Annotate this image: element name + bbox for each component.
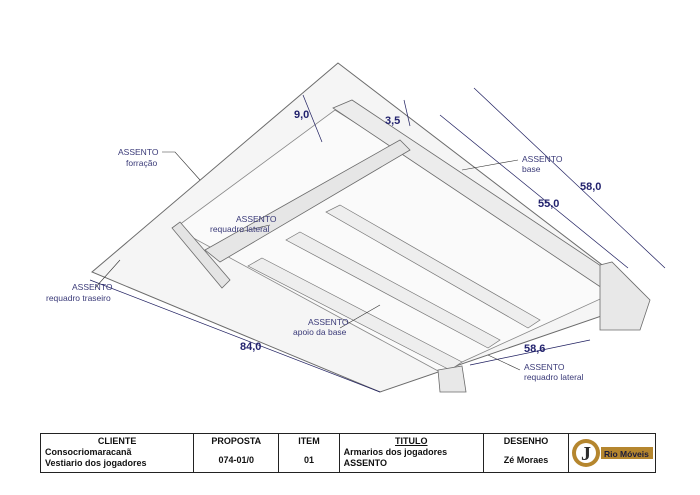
label-requadro-lateral-bottom-part: ASSENTO (524, 362, 565, 372)
dimension-9-0: 9,0 (294, 109, 309, 121)
rio-moveis-logo: J Rio Móveis (570, 438, 654, 468)
label-apoio-base-sub: apoio da base (293, 327, 347, 337)
dimension-58-6: 58,6 (524, 343, 545, 355)
title-cell-desenho: DESENHO Zé Moraes (484, 434, 569, 472)
titulo-line2: ASSENTO (343, 458, 387, 468)
logo-text: Rio Móveis (604, 449, 649, 459)
cliente-line1: Consocriomaracanã (45, 447, 132, 457)
technical-drawing: ASSENTO forração ASSENTO requadro latera… (46, 62, 666, 393)
label-requadro-traseiro-part: ASSENTO (72, 282, 113, 292)
proposta-value: 074-01/0 (218, 455, 254, 465)
label-requadro-lateral-bottom-sub: requadro lateral (524, 372, 584, 382)
label-requadro-lateral-top-part: ASSENTO (236, 214, 277, 224)
cliente-header: CLIENTE (97, 436, 137, 446)
title-block: CLIENTE Consocriomaracanã Vestiario dos … (40, 433, 656, 473)
title-cell-logo: J Rio Móveis (569, 434, 655, 472)
proposta-header: PROPOSTA (211, 436, 262, 446)
label-requadro-lateral-top-sub: requadro lateral (210, 224, 270, 234)
slat-1 (325, 204, 541, 329)
dimension-84-0: 84,0 (240, 341, 261, 353)
dimension-58-0: 58,0 (580, 181, 601, 193)
cliente-line2: Vestiario dos jogadores (45, 458, 147, 468)
item-value: 01 (303, 455, 314, 465)
desenho-value: Zé Moraes (503, 455, 549, 465)
title-cell-proposta: PROPOSTA 074-01/0 (194, 434, 280, 472)
panel-requadro-lateral-bottom (599, 261, 651, 331)
dimension-55-0: 55,0 (538, 198, 559, 210)
label-apoio-base-part: ASSENTO (308, 317, 349, 327)
panel-requadro-traseiro (171, 221, 231, 289)
dimension-3-5: 3,5 (385, 115, 400, 127)
slat-2 (285, 231, 501, 349)
desenho-header: DESENHO (503, 436, 549, 446)
panel-requadro-lateral-top (204, 139, 411, 263)
title-cell-item: ITEM 01 (279, 434, 340, 472)
title-cell-cliente: CLIENTE Consocriomaracanã Vestiario dos … (41, 434, 195, 472)
panel-front-foot (437, 365, 467, 393)
item-header: ITEM (298, 436, 320, 446)
logo-letter: J (581, 443, 591, 465)
titulo-header: TITULO (395, 436, 428, 446)
titulo-line1: Armarios dos jogadores (343, 447, 448, 457)
title-cell-titulo: TITULO Armarios dos jogadores ASSENTO (340, 434, 484, 472)
label-requadro-traseiro-sub: requadro traseiro (46, 293, 111, 303)
label-base-part: ASSENTO (522, 154, 563, 164)
label-base-sub: base (522, 164, 541, 174)
label-forracao-sub: forração (126, 158, 157, 168)
label-forracao-part: ASSENTO (118, 147, 159, 157)
